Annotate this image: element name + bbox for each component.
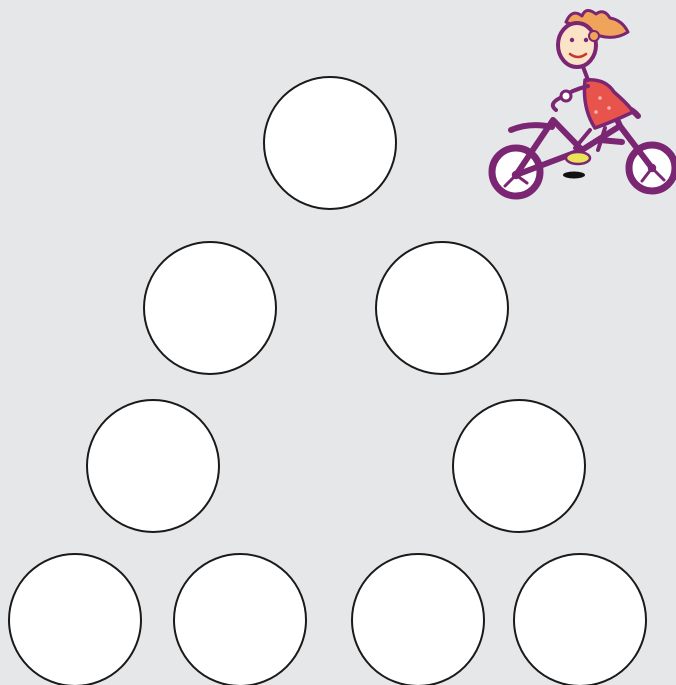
- girl-dress: [584, 80, 633, 128]
- circle-group: [9, 77, 646, 685]
- empty-circle: [144, 242, 276, 374]
- empty-circle: [376, 242, 508, 374]
- empty-circle: [264, 77, 396, 209]
- empty-circle: [9, 554, 141, 685]
- empty-circle: [352, 554, 484, 685]
- empty-circle: [514, 554, 646, 685]
- girl-head: [558, 23, 596, 67]
- girl-on-bicycle-icon: [492, 10, 675, 196]
- bike-seat: [566, 152, 590, 164]
- empty-circle: [174, 554, 306, 685]
- empty-circle: [453, 400, 585, 532]
- pedal-shadow: [563, 172, 585, 179]
- empty-circle: [87, 400, 219, 532]
